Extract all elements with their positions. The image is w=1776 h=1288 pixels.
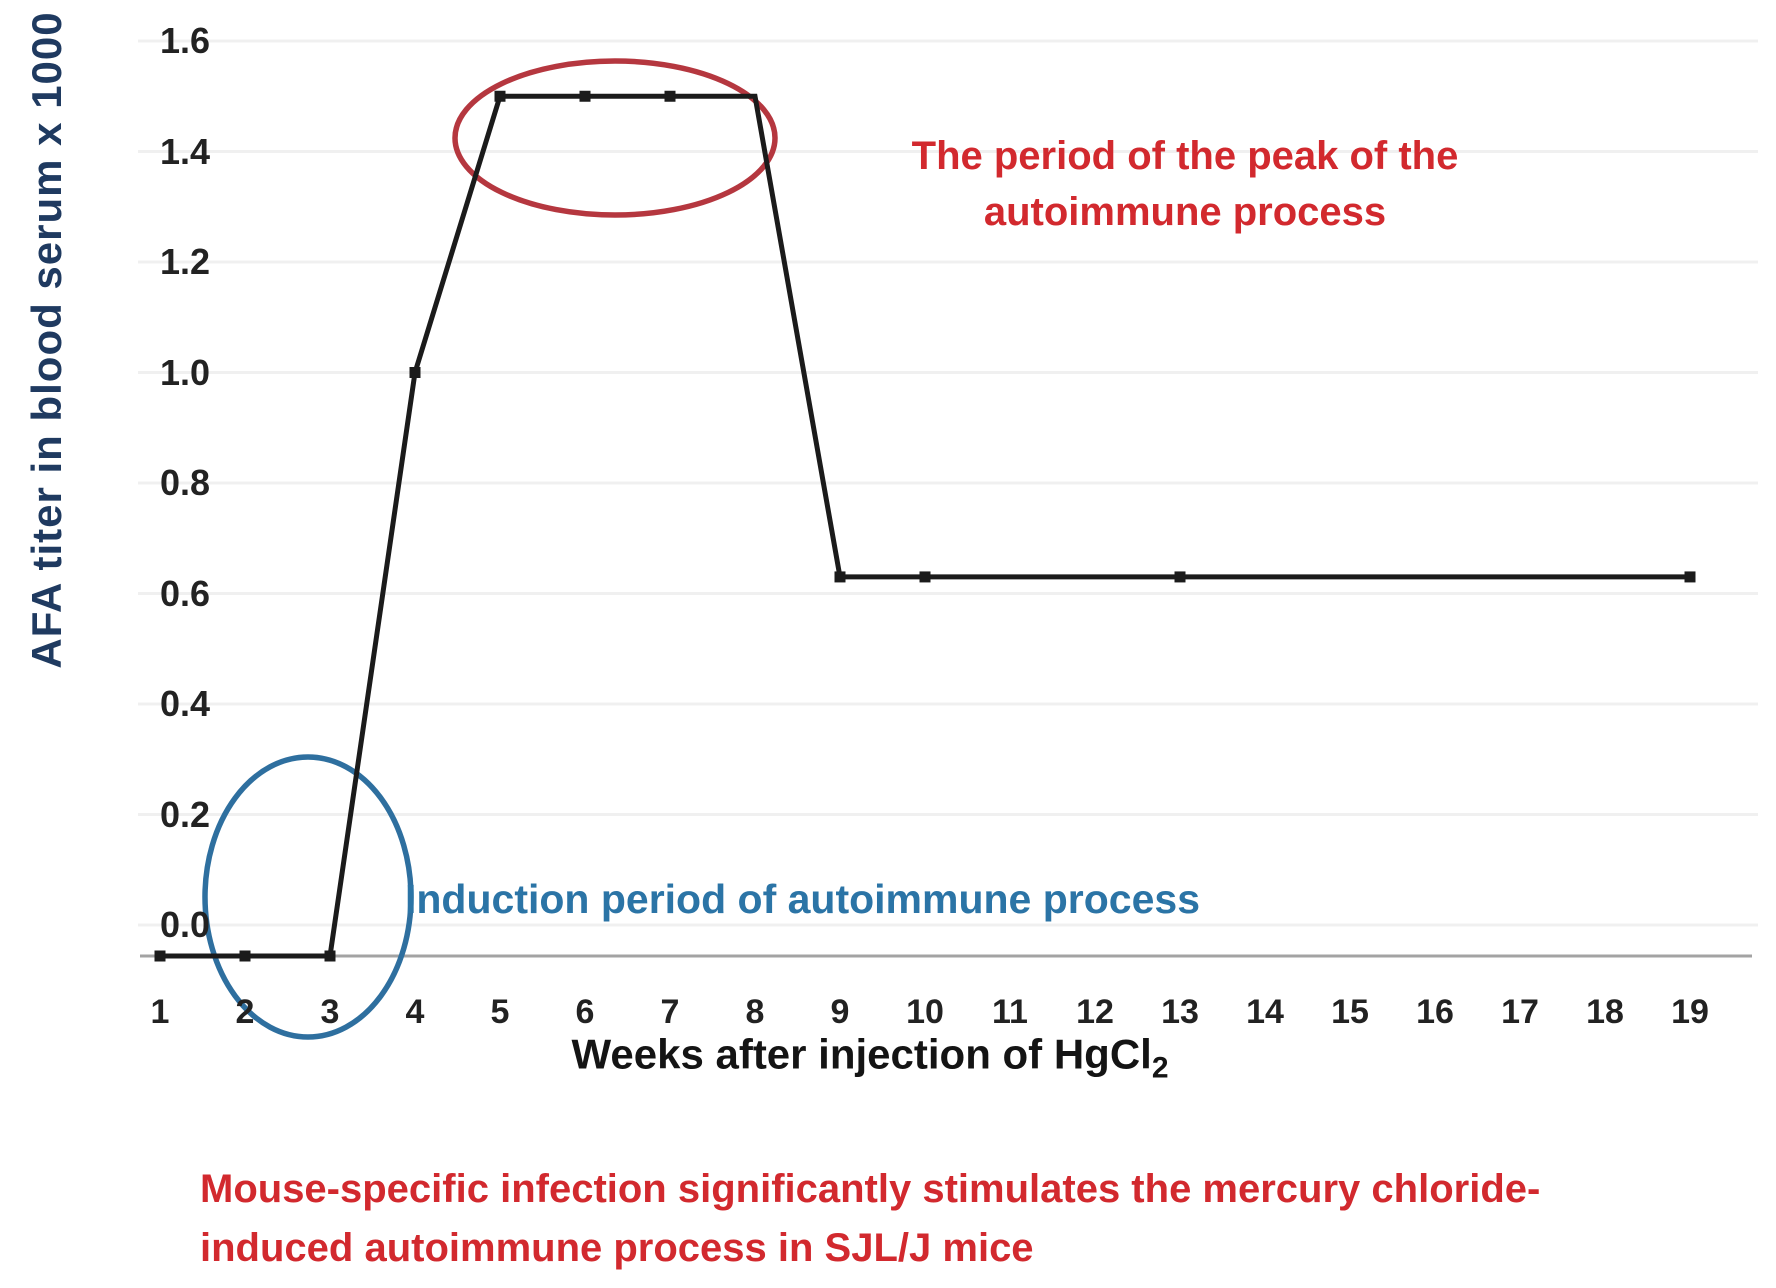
peak-annotation-line1: The period of the peak of the bbox=[911, 134, 1459, 178]
x-tick-label: 1 bbox=[150, 993, 170, 1031]
x-tick-label: 7 bbox=[660, 993, 680, 1031]
x-tick-label: 6 bbox=[575, 993, 595, 1031]
data-point-markers bbox=[154, 90, 1696, 962]
data-point-marker bbox=[1684, 571, 1696, 583]
data-point-marker bbox=[919, 571, 931, 583]
bottom-caption: Mouse-specific infection significantly s… bbox=[200, 1160, 1540, 1278]
caption-line2: induced autoimmune process in SJL/J mice bbox=[200, 1226, 1034, 1270]
x-tick-label: 4 bbox=[405, 993, 425, 1031]
x-tick-label: 3 bbox=[320, 993, 340, 1031]
y-tick-label: 1.4 bbox=[159, 130, 210, 172]
data-point-marker bbox=[1174, 571, 1186, 583]
data-point-marker bbox=[664, 90, 676, 102]
x-tick-label: 15 bbox=[1331, 993, 1369, 1031]
data-point-marker bbox=[324, 950, 336, 962]
induction-annotation: Induction period of autoimmune process bbox=[405, 876, 1200, 922]
x-tick-label: 16 bbox=[1416, 993, 1454, 1031]
peak-annotation-line2: autoimmune process bbox=[983, 190, 1387, 234]
caption-line1: Mouse-specific infection significantly s… bbox=[200, 1167, 1541, 1211]
x-tick-label: 2 bbox=[235, 993, 255, 1031]
y-tick-label: 1.0 bbox=[159, 351, 210, 393]
x-axis-title: Weeks after injection of HgCl2 bbox=[571, 1030, 1168, 1085]
ellipse-annotations bbox=[202, 58, 778, 1040]
x-tick-label: 10 bbox=[906, 993, 944, 1031]
x-tick-label: 11 bbox=[992, 993, 1028, 1031]
y-tick-label: 0.8 bbox=[159, 462, 210, 503]
data-point-marker bbox=[239, 950, 251, 962]
data-point-marker bbox=[834, 571, 846, 583]
x-tick-label: 17 bbox=[1501, 993, 1539, 1031]
x-tick-label: 14 bbox=[1246, 993, 1284, 1031]
x-tick-label: 18 bbox=[1586, 993, 1624, 1031]
data-point-marker bbox=[579, 90, 591, 102]
x-tick-label: 13 bbox=[1161, 993, 1199, 1031]
y-tick-label: 0.4 bbox=[159, 683, 210, 724]
x-tick-label: 5 bbox=[490, 993, 510, 1031]
x-tick-label: 9 bbox=[830, 993, 850, 1031]
peak-ellipse bbox=[452, 58, 778, 218]
x-tick-label: 19 bbox=[1671, 993, 1709, 1031]
y-tick-label: 1.6 bbox=[159, 20, 210, 61]
gridlines bbox=[138, 39, 1758, 927]
data-point-marker bbox=[154, 950, 166, 962]
peak-annotation: The period of the peak of the autoimmune… bbox=[912, 128, 1459, 240]
y-axis-title: AFA titer in blood serum x 1000 bbox=[23, 11, 70, 669]
data-point-marker bbox=[494, 90, 506, 102]
x-tick-label: 8 bbox=[745, 993, 765, 1031]
y-tick-label: 0.0 bbox=[159, 904, 210, 945]
data-point-marker bbox=[409, 367, 421, 378]
x-axis-title-main: Weeks after injection of HgCl bbox=[571, 1030, 1152, 1078]
y-tick-label: 1.2 bbox=[159, 241, 210, 282]
y-tick-label: 0.6 bbox=[159, 572, 210, 614]
induction-ellipse bbox=[202, 754, 414, 1040]
x-axis-title-subscript: 2 bbox=[1151, 1051, 1169, 1085]
y-tick-label: 0.2 bbox=[159, 793, 210, 835]
x-tick-label: 12 bbox=[1076, 993, 1114, 1031]
